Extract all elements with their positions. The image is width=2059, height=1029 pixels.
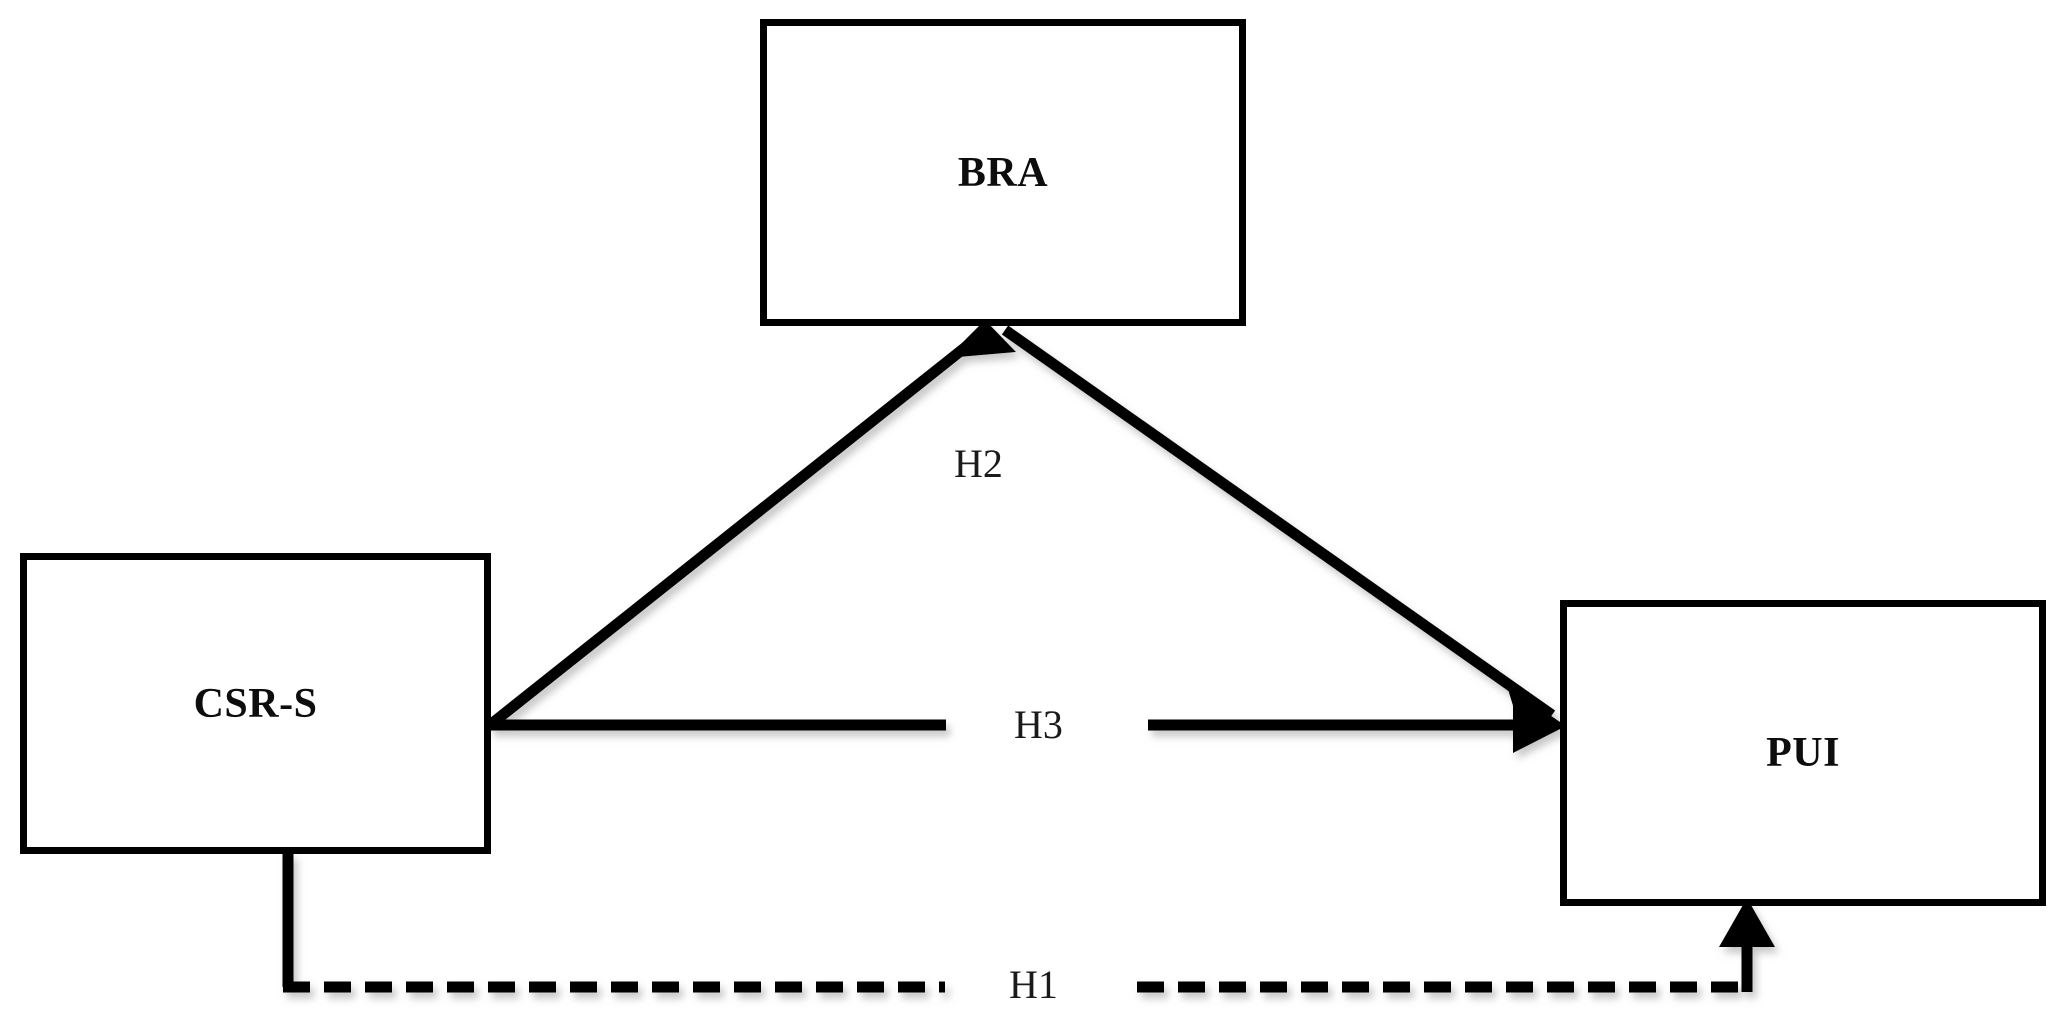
node-bra-label: BRA (957, 149, 1049, 196)
node-pui-label: PUI (1766, 730, 1840, 776)
node-csrs-label: CSR-S (193, 680, 318, 727)
node-bra[interactable]: BRA (760, 19, 1246, 326)
node-pui[interactable]: PUI (1560, 600, 2046, 906)
edge-label-h1: H1 (995, 965, 1072, 1005)
edge-bra-to-pui (1001, 325, 1566, 742)
edge-csrs-to-pui-direct (490, 700, 1566, 753)
edge-label-h3: H3 (1000, 705, 1077, 745)
edge-csrs-to-pui-moderated (282, 853, 1775, 993)
edge-csrs-to-bra (486, 320, 1016, 730)
edge-label-h2: H2 (940, 444, 1017, 484)
node-csrs[interactable]: CSR-S (20, 553, 491, 854)
